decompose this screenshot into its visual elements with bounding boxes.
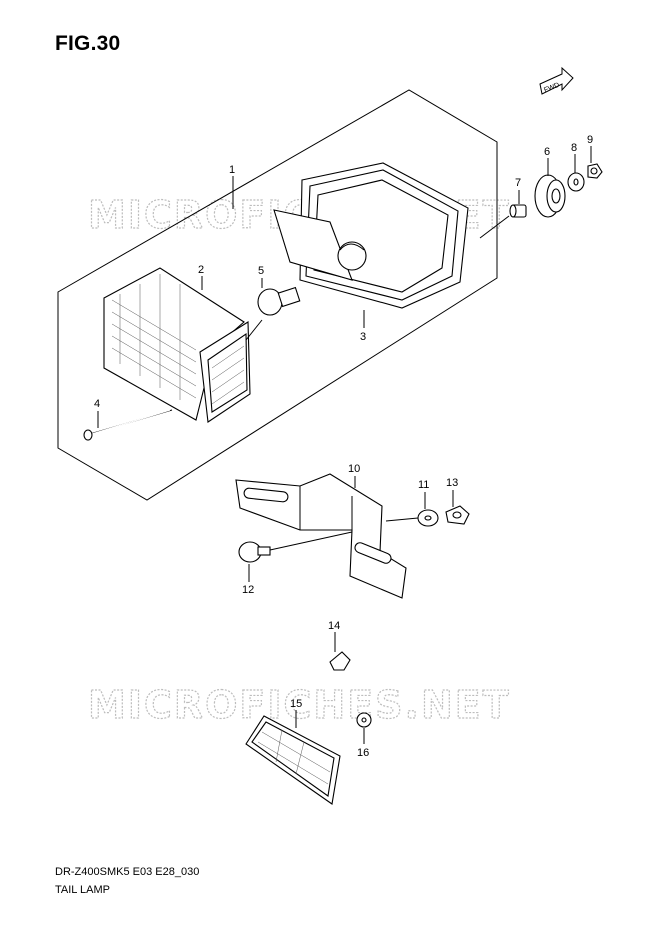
screw bbox=[83, 409, 173, 441]
figure-title: FIG.30 bbox=[55, 32, 121, 55]
nut-16 bbox=[356, 712, 372, 728]
callout-8: 8 bbox=[571, 142, 577, 154]
callout-12: 12 bbox=[242, 584, 254, 596]
callout-5: 5 bbox=[258, 265, 264, 277]
callout-13: 13 bbox=[446, 477, 458, 489]
callout-10: 10 bbox=[348, 463, 360, 475]
nut-13 bbox=[445, 505, 470, 525]
model-code: DR-Z400SMK5 E03 E28_030 bbox=[55, 866, 200, 878]
nut bbox=[587, 163, 603, 179]
callout-16: 16 bbox=[357, 747, 369, 759]
bolt bbox=[238, 541, 271, 563]
leader-lines bbox=[97, 146, 592, 744]
callout-11: 11 bbox=[418, 479, 429, 491]
reflector bbox=[245, 715, 341, 805]
grommet bbox=[534, 174, 566, 218]
license-plate-bracket bbox=[235, 473, 407, 599]
watermark-bottom: MICROFICHES.NET bbox=[88, 683, 511, 727]
callout-6: 6 bbox=[544, 146, 550, 158]
assembly-outline bbox=[57, 89, 498, 501]
callout-2: 2 bbox=[198, 264, 204, 276]
callout-4: 4 bbox=[94, 398, 100, 410]
clip bbox=[329, 651, 351, 671]
collar bbox=[509, 204, 527, 218]
callout-3: 3 bbox=[360, 331, 366, 343]
callout-15: 15 bbox=[290, 698, 302, 710]
callout-14: 14 bbox=[328, 620, 340, 632]
forward-arrow-icon: FWD bbox=[539, 66, 574, 95]
tail-lamp-lens bbox=[103, 267, 251, 423]
bulb bbox=[257, 282, 301, 316]
callout-9: 9 bbox=[587, 134, 593, 146]
callout-7: 7 bbox=[515, 177, 521, 189]
tail-lamp-housing bbox=[273, 162, 469, 309]
callout-1: 1 bbox=[229, 164, 235, 176]
diagram-caption: TAIL LAMP bbox=[55, 884, 111, 896]
